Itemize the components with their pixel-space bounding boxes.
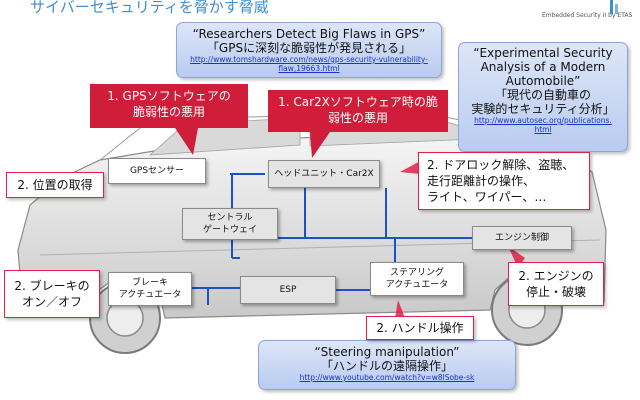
engine-tag: 2. エンジンの 停止・破壊	[508, 262, 604, 306]
car2x-pointer-arrow	[310, 132, 330, 158]
esp-node: ESP	[240, 276, 336, 304]
auto-paper-line4: 「現代の自動車の	[494, 88, 591, 102]
auto-paper-line1: “Experimental Security	[473, 46, 613, 60]
steering-tag: 2. ハンドル操作	[366, 316, 474, 340]
auto-paper-link[interactable]: http://www.autosec.org/publications.	[474, 116, 612, 125]
door-tag: 2. ドアロック解除、盗聴、 走行距離計の操作、 ライト、ワイパー、…	[418, 152, 590, 210]
central-gateway-line1: セントラル	[207, 213, 253, 223]
brake-actuator-line2: アクチュエータ	[118, 290, 182, 300]
engine-tag-line1: 2. エンジンの	[518, 269, 594, 283]
auto-paper-link-cont[interactable]: html	[534, 125, 552, 134]
door-tag-line1: 2. ドアロック解除、盗聴、	[427, 158, 575, 172]
steering-actuator-node: ステアリング アクチュエータ	[370, 262, 464, 296]
gps-software-line2: 脆弱性の悪用	[132, 105, 205, 119]
page-title: サイバーセキュリティを脅かす脅威	[30, 0, 269, 16]
steering-video-title: “Steering manipulation”	[314, 345, 460, 359]
brake-tag: 2. ブレーキの オン／オフ	[4, 270, 100, 318]
gps-article-callout: “Researchers Detect Big Flaws in GPS” 「G…	[176, 22, 442, 78]
door-tag-line3: ライト、ワイパー、…	[427, 190, 547, 204]
engine-tag-line2: 停止・破壊	[525, 285, 586, 299]
location-tag: 2. 位置の取得	[6, 172, 104, 198]
gps-pointer-arrow	[175, 128, 198, 155]
gps-software-vuln-box: 1. GPSソフトウェアの 脆弱性の悪用	[90, 84, 248, 128]
brand-label: Embedded Security II by ETAS	[542, 12, 633, 19]
gps-article-title: “Researchers Detect Big Flaws in GPS”	[192, 27, 426, 41]
brake-tag-line1: 2. ブレーキの	[14, 279, 90, 293]
car2x-software-line2: 弱性の悪用	[327, 111, 388, 125]
auto-paper-line3: Automobile”	[505, 74, 581, 88]
gps-sensor-node: GPSセンサー	[108, 158, 206, 184]
engine-control-node: エンジン制御	[472, 226, 572, 250]
car2x-software-line1: 1. Car2Xソフトウェア時の脆	[278, 95, 438, 109]
auto-paper-line2: Analysis of a Modern	[480, 60, 606, 74]
door-tag-line2: 走行距離計の操作、	[427, 174, 536, 188]
steering-video-link[interactable]: http://www.youtube.com/watch?v=w8lSobe-s…	[299, 373, 475, 382]
head-unit-node: ヘッドユニット・Car2X	[268, 160, 380, 188]
gps-article-subtitle: 「GPSに深刻な脆弱性が発見される」	[206, 41, 412, 55]
gps-article-link-cont[interactable]: flaw,19663.html	[278, 64, 340, 73]
steering-pointer-arrow	[395, 300, 405, 318]
auto-paper-callout: “Experimental Security Analysis of a Mod…	[458, 42, 628, 152]
etas-logo-icon	[610, 0, 618, 14]
central-gateway-line2: ゲートウェイ	[202, 225, 257, 235]
steering-actuator-line2: アクチュエータ	[385, 280, 449, 290]
brake-actuator-node: ブレーキ アクチュエータ	[108, 272, 192, 306]
car2x-software-vuln-box: 1. Car2Xソフトウェア時の脆 弱性の悪用	[268, 90, 448, 132]
gps-software-line1: 1. GPSソフトウェアの	[107, 89, 231, 103]
brake-actuator-line1: ブレーキ	[131, 278, 168, 288]
brake-tag-line2: オン／オフ	[21, 295, 82, 309]
steering-actuator-line1: ステアリング	[389, 268, 444, 278]
gps-article-link[interactable]: http://www.tomshardware.com/news/gps-sec…	[190, 55, 428, 64]
central-gateway-node: セントラル ゲートウェイ	[182, 208, 278, 240]
auto-paper-line5: 実験的セキュリティ分析」	[471, 102, 615, 116]
steering-video-subtitle: 「ハンドルの遠隔操作」	[320, 359, 453, 373]
steering-video-callout: “Steering manipulation” 「ハンドルの遠隔操作」 http…	[258, 340, 516, 390]
